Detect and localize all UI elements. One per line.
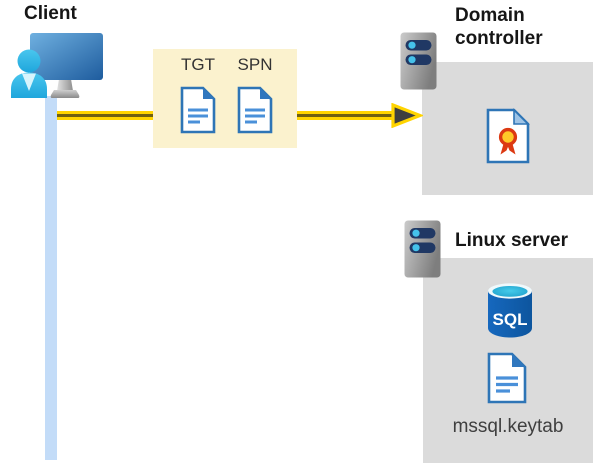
spn-label: SPN [237,55,273,74]
ticket-highlight-box: TGT SPN [153,49,297,148]
arrowhead-icon [391,103,423,128]
certificate-icon [486,108,530,164]
person-icon [11,49,47,98]
spn-document-icon [237,86,273,134]
server-tower-icon [404,220,441,278]
linux-server-heading: Linux server [455,230,568,251]
monitor-icon [30,33,103,98]
server-tower-icon [400,32,437,90]
keytab-filename: mssql.keytab [452,416,564,437]
client-workstation-icon [11,33,103,98]
client-lifeline [45,96,57,460]
tgt-document-icon [180,86,216,134]
sql-icon-label: SQL [493,310,528,329]
tgt-label: TGT [181,55,215,74]
keytab-document-icon [487,352,527,404]
sql-database-icon: SQL [488,283,532,338]
client-heading: Client [24,3,77,24]
domain-controller-heading: Domain controller [455,5,543,49]
